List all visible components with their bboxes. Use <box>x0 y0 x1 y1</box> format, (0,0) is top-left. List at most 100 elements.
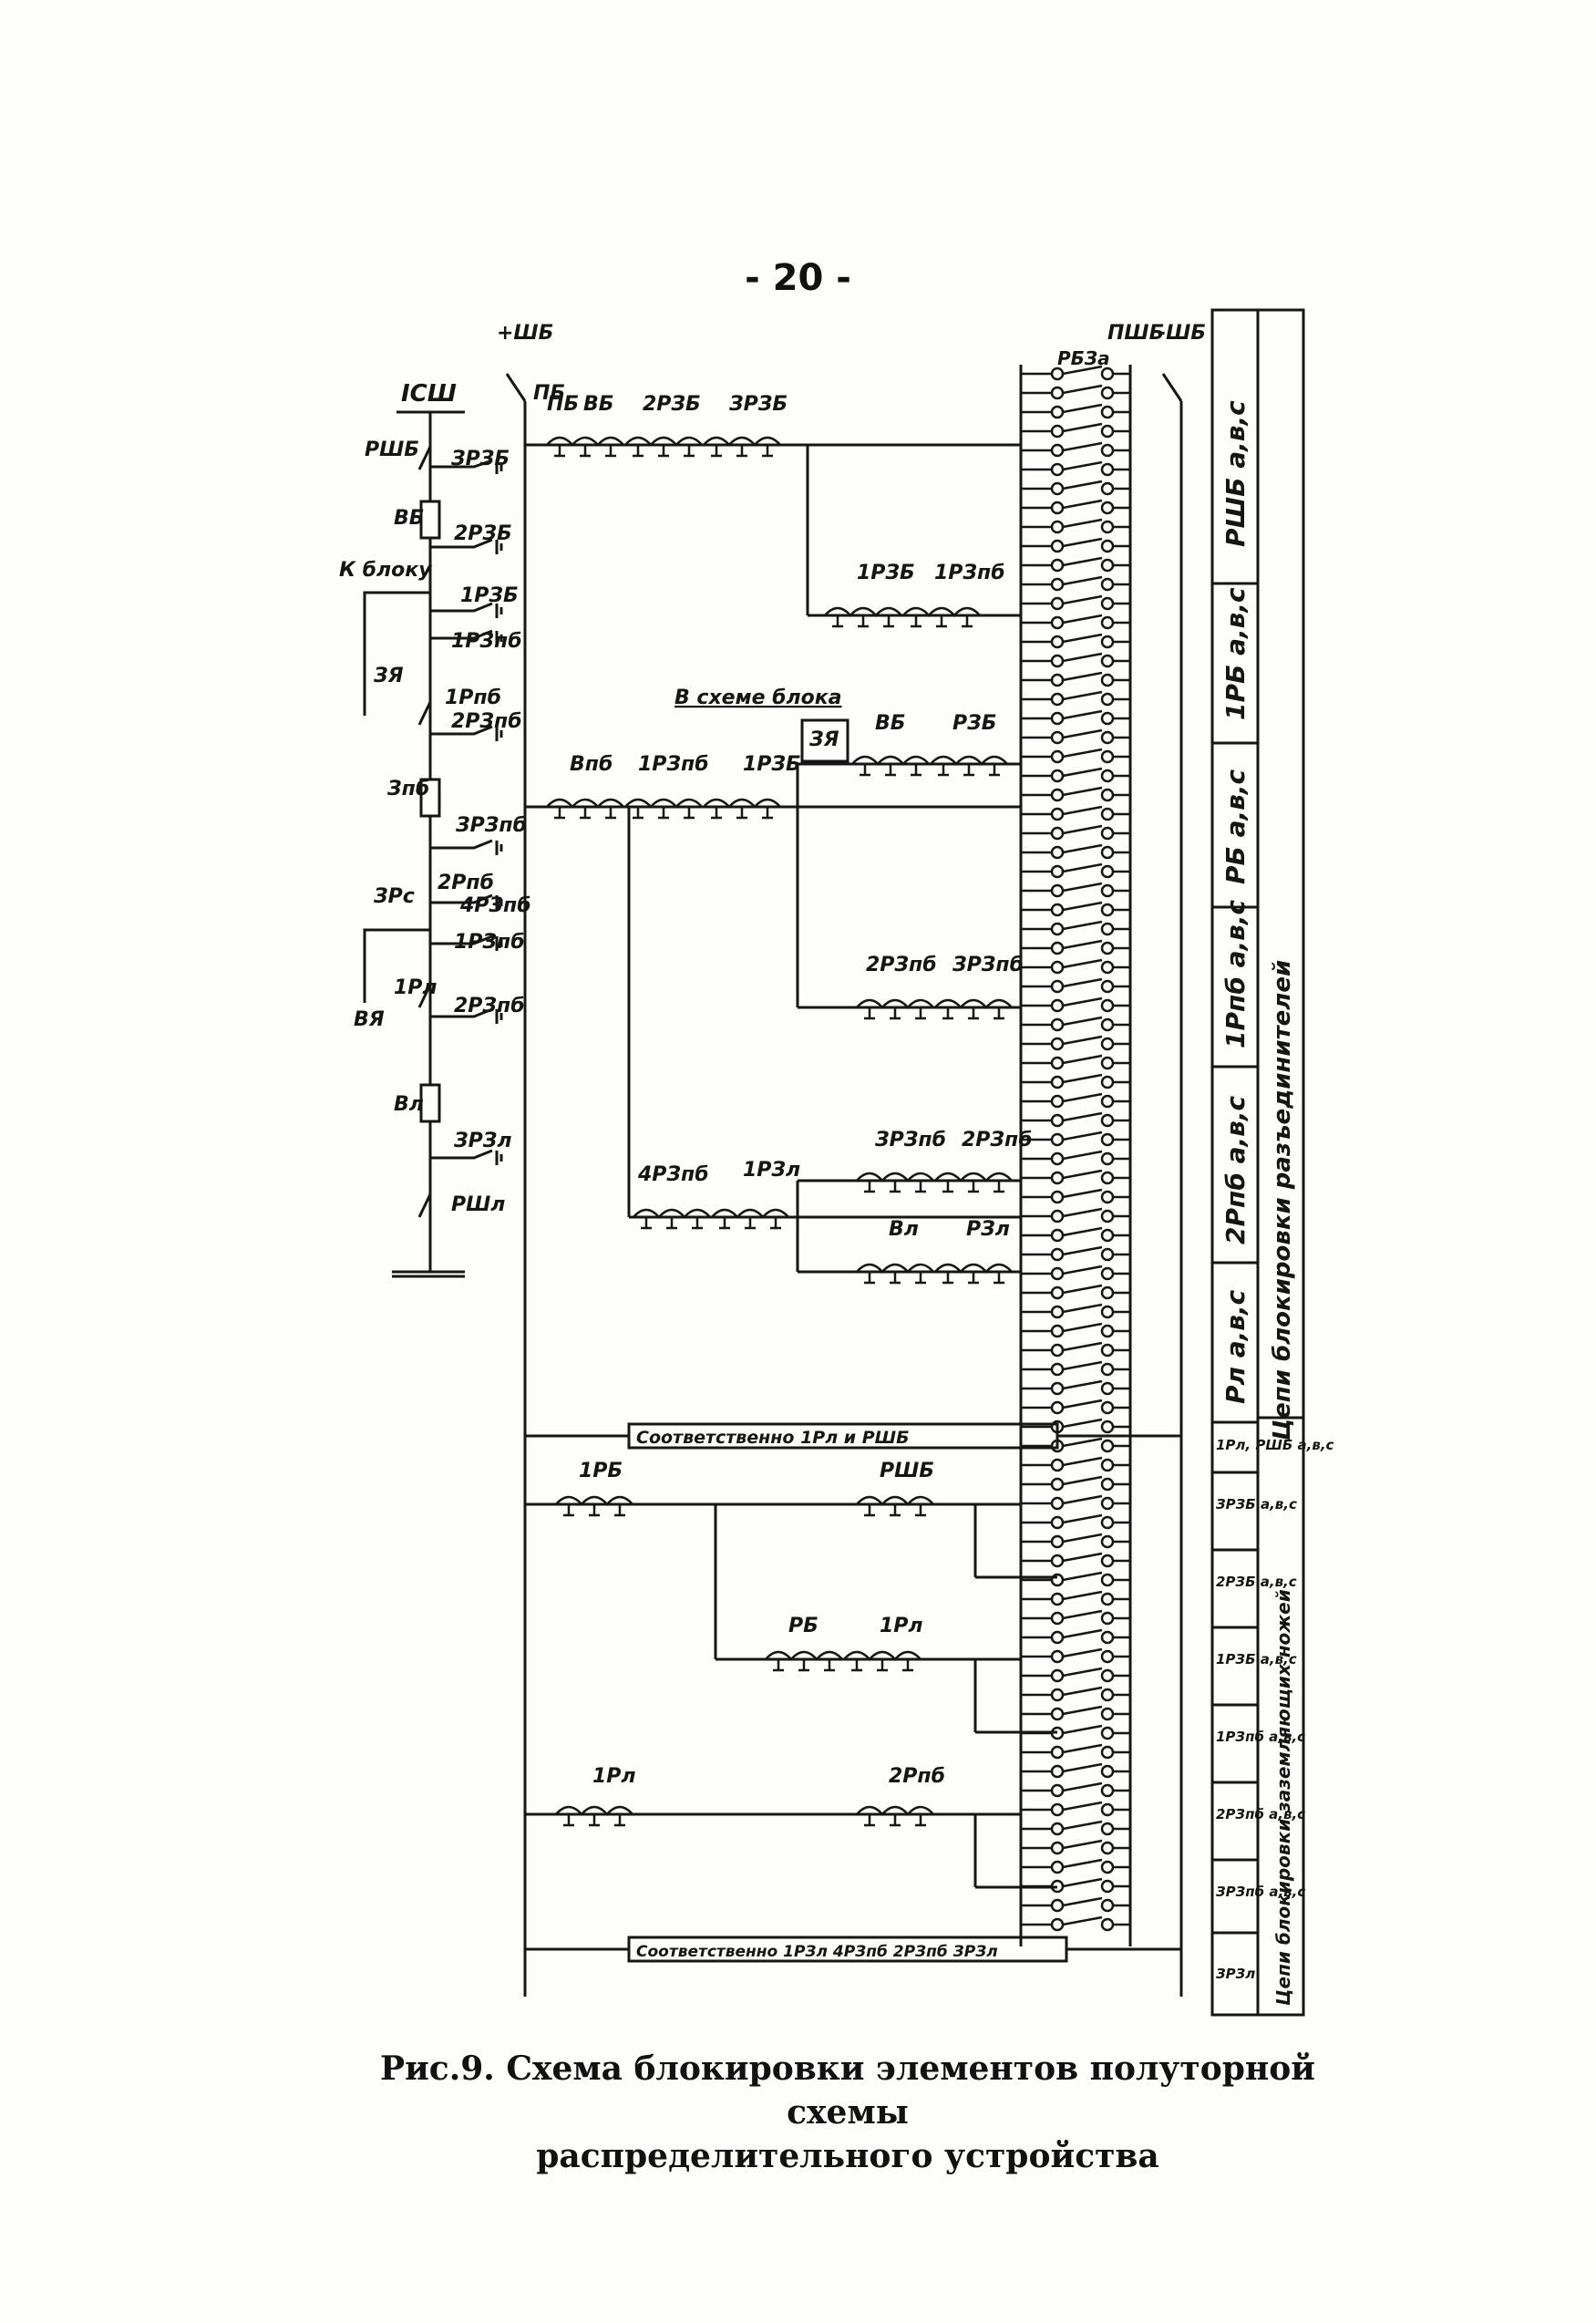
contact-tick <box>563 1814 574 1827</box>
contact-tick <box>580 445 591 458</box>
contact-node <box>1050 1324 1065 1338</box>
contact-node <box>1100 1017 1115 1032</box>
contact-node <box>1100 883 1115 898</box>
contact-node <box>1050 1075 1065 1089</box>
contact-node <box>1050 1841 1065 1855</box>
contact-tick <box>994 1272 1004 1285</box>
contact-rung <box>1021 1609 1130 1620</box>
contact-tick <box>885 764 896 777</box>
contact-rung <box>1021 1877 1130 1888</box>
left-label: 1РЗБ <box>460 584 519 607</box>
contact-node <box>1050 864 1065 879</box>
contact-node <box>1050 941 1065 955</box>
left-switch-label: ПБ <box>533 382 565 405</box>
contact-node <box>1050 1209 1065 1223</box>
contact-tick <box>963 764 974 777</box>
contact-node <box>1050 769 1065 783</box>
coil-group <box>856 998 934 1009</box>
sidebar-group: РШБ а,в,с <box>1220 400 1251 547</box>
contact-node <box>1050 1611 1065 1626</box>
contact-node <box>1100 1420 1115 1434</box>
contact-tick <box>711 807 722 820</box>
contact-node <box>1100 673 1115 687</box>
contact-node <box>1100 1305 1115 1319</box>
contact-node <box>1050 1362 1065 1377</box>
contact-node <box>1050 1592 1065 1606</box>
contact-node <box>1050 367 1065 381</box>
left-label: РШБ <box>365 439 419 461</box>
contact-node <box>1100 807 1115 821</box>
contact-rung <box>1021 1533 1130 1544</box>
contact-node <box>1050 1515 1065 1530</box>
contact-tick <box>798 1659 809 1672</box>
contact-tick <box>736 807 747 820</box>
contact-node <box>1100 1649 1115 1664</box>
left-label: 1Рл <box>394 976 438 999</box>
contact-node <box>1100 1056 1115 1070</box>
contact-rung <box>1021 901 1130 912</box>
contact-node <box>1100 1400 1115 1415</box>
contact-node <box>1050 1151 1065 1166</box>
coil-label: РЗл <box>966 1218 1010 1241</box>
contact-node <box>1100 769 1115 783</box>
contact-tick <box>605 807 616 820</box>
contact-node <box>1050 481 1065 496</box>
contact-tick <box>968 1007 979 1020</box>
contact-tick <box>614 1504 625 1517</box>
contact-node <box>1100 1592 1115 1606</box>
contact-rung <box>1021 1781 1130 1792</box>
coil-group <box>856 1805 934 1816</box>
contact-tick <box>883 615 894 628</box>
contact-node <box>1100 730 1115 745</box>
contact-rung <box>1021 748 1130 759</box>
left-label: 2РЗБ <box>454 522 512 545</box>
contact-node <box>1050 960 1065 975</box>
contact-rung <box>1021 786 1130 797</box>
contact-rung <box>1021 480 1130 490</box>
contact-rung <box>1021 1743 1130 1754</box>
contact-node <box>1050 692 1065 707</box>
sidebar-bottom: ЗРЗл <box>1216 1966 1255 1982</box>
contact-tick <box>658 807 669 820</box>
contact-rung <box>1021 1399 1130 1409</box>
contact-tick <box>658 445 669 458</box>
contact-node <box>1100 1879 1115 1894</box>
contact-node <box>1100 1266 1115 1281</box>
contact-node <box>1050 1917 1065 1932</box>
coil-label: ЗРЗпб <box>952 954 1024 976</box>
contact-rung <box>1021 575 1130 586</box>
contact-node <box>1100 1439 1115 1453</box>
contact-rung <box>1021 1169 1130 1180</box>
contact-rung <box>1021 537 1130 548</box>
contact-node <box>1050 1171 1065 1185</box>
sidebar-vertical-1: Цепи блокировки разъединителей <box>1269 960 1296 1440</box>
contact-tick <box>641 1217 652 1230</box>
contact-node <box>1050 1037 1065 1051</box>
contact-tick <box>915 1272 926 1285</box>
contact-tick <box>554 445 565 458</box>
contact-node <box>1050 673 1065 687</box>
left-label: ЗРЗпб <box>455 814 527 837</box>
left-label: 1РЗпб <box>454 931 525 954</box>
sidebar-small-group: ЗРЗБ а,в,с <box>1216 1496 1297 1513</box>
contact-node <box>1050 635 1065 649</box>
contact-rung <box>1021 958 1130 969</box>
coil-label: ВБ <box>875 712 906 735</box>
coil-group <box>555 1495 633 1506</box>
contact-node <box>1100 1190 1115 1204</box>
contact-node <box>1050 405 1065 419</box>
contact-node <box>1050 845 1065 860</box>
sidebar-small-group: ЗРЗпб а,в,с <box>1216 1884 1305 1900</box>
left-label: ЗРЗл <box>453 1130 512 1152</box>
contact-node <box>1100 1573 1115 1587</box>
coil-group <box>856 1495 934 1506</box>
contact-rung <box>1021 1418 1130 1429</box>
contact-node <box>1050 501 1065 515</box>
bus-top-label: IСШ <box>401 380 457 408</box>
contact-node <box>1100 1534 1115 1549</box>
contact-tick <box>890 1181 901 1193</box>
sidebar-small-group: 2РЗпб а,в,с <box>1216 1806 1305 1822</box>
contact-node <box>1050 1017 1065 1032</box>
contact-node <box>1100 903 1115 917</box>
